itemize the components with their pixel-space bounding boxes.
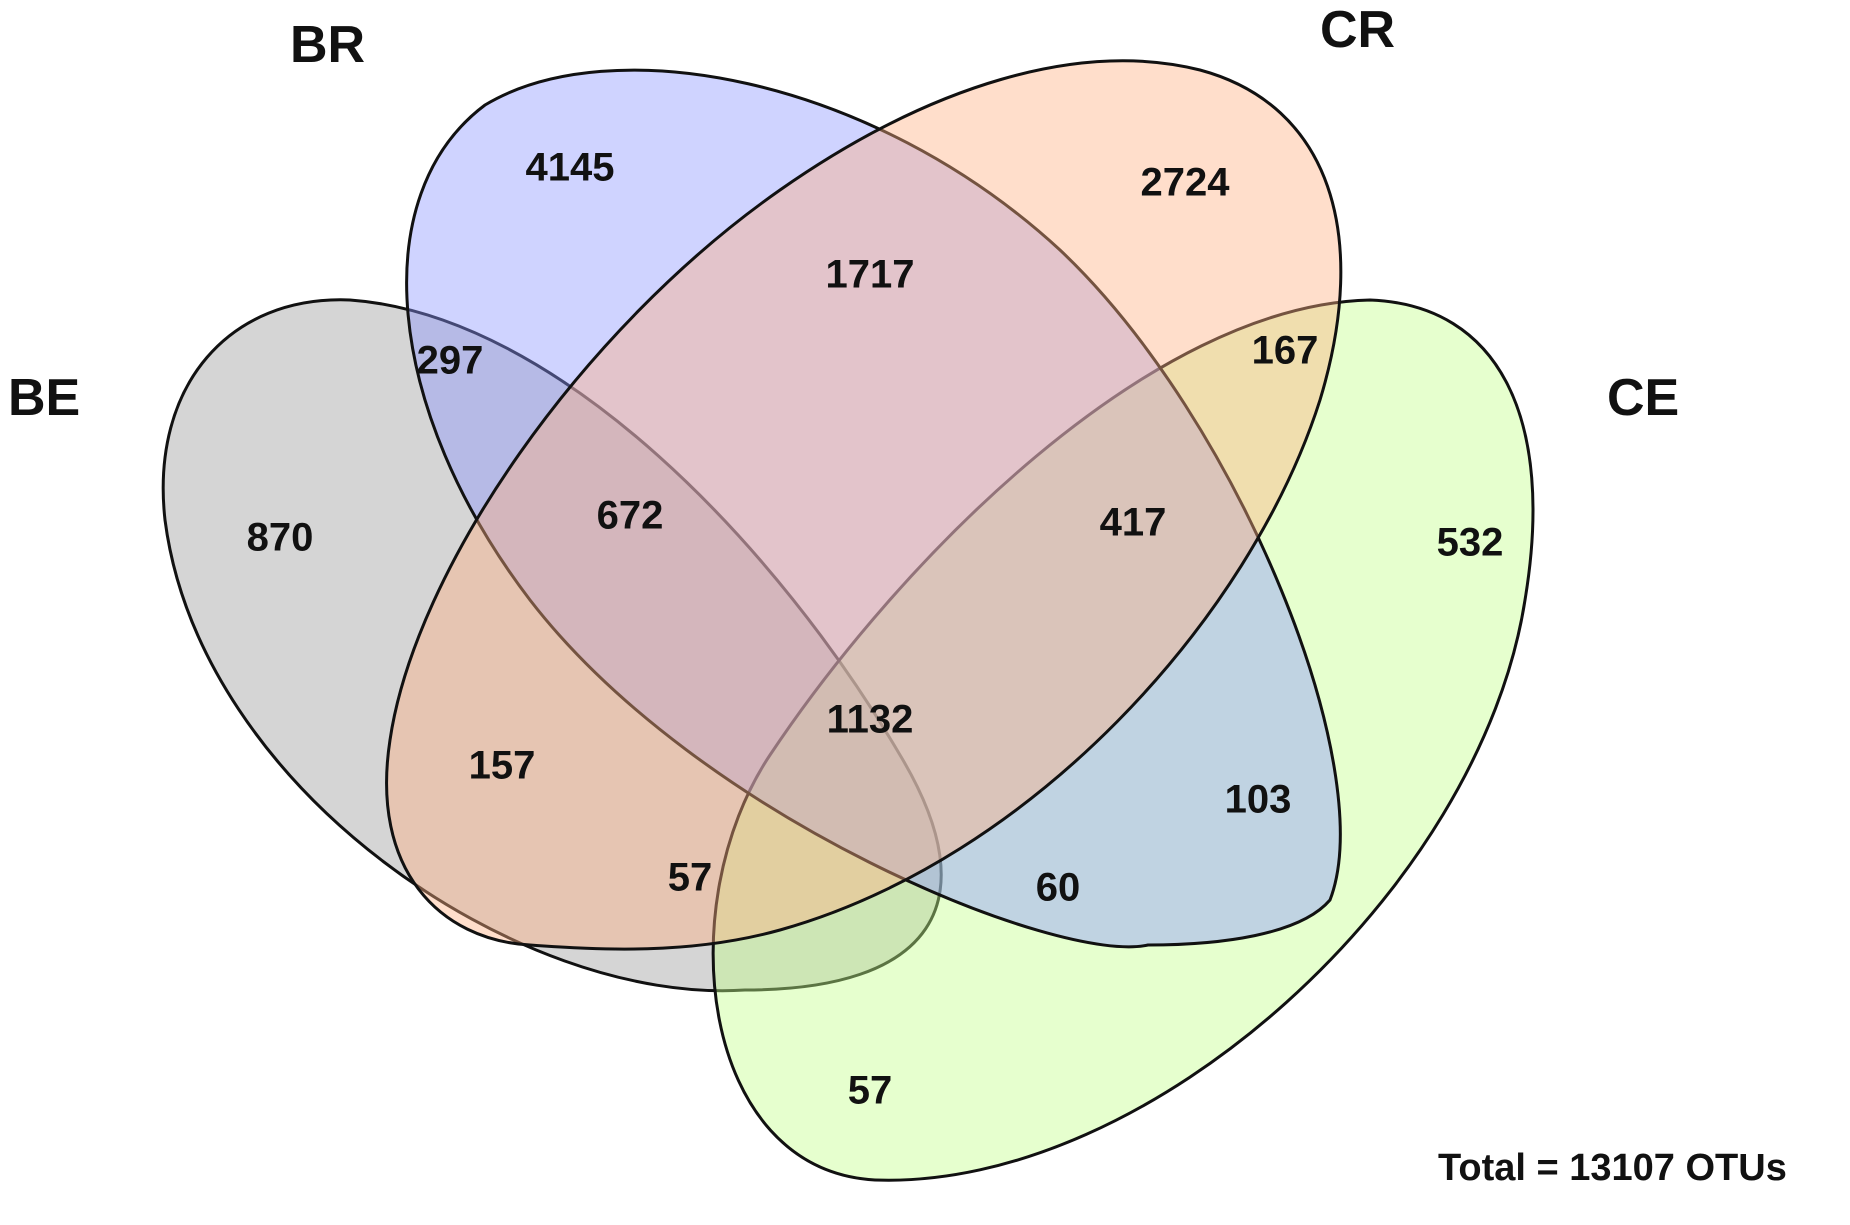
set-label-be: BE [8, 369, 80, 427]
set-shape-cr [385, 59, 1343, 951]
region-count-be-cr: 157 [469, 744, 536, 788]
region-count-be-br-ce: 60 [1036, 866, 1081, 910]
set-shape-ce [711, 298, 1535, 1182]
region-count-all-four: 1132 [827, 698, 914, 742]
region-count-br-cr: 1717 [826, 253, 915, 297]
region-count-be-only: 870 [247, 516, 314, 560]
set-label-ce: CE [1607, 369, 1679, 427]
region-count-be-br-cr: 672 [597, 494, 664, 538]
region-count-be-br: 297 [417, 339, 484, 383]
region-count-ce-only: 532 [1437, 521, 1504, 565]
region-count-be-cr-ce: 57 [668, 856, 713, 900]
region-count-cr-only: 2724 [1141, 161, 1231, 205]
set-label-br: BR [290, 16, 365, 74]
set-shape-be [161, 298, 943, 993]
region-count-br-cr-ce: 417 [1100, 501, 1167, 545]
set-shape-br [405, 68, 1342, 949]
region-count-br-only: 4145 [526, 146, 615, 190]
region-count-be-ce: 57 [848, 1069, 893, 1113]
set-label-cr: CR [1320, 1, 1395, 59]
region-count-br-ce: 103 [1225, 778, 1292, 822]
region-count-cr-ce: 167 [1252, 329, 1319, 373]
total-label: Total = 13107 OTUs [1438, 1147, 1787, 1189]
